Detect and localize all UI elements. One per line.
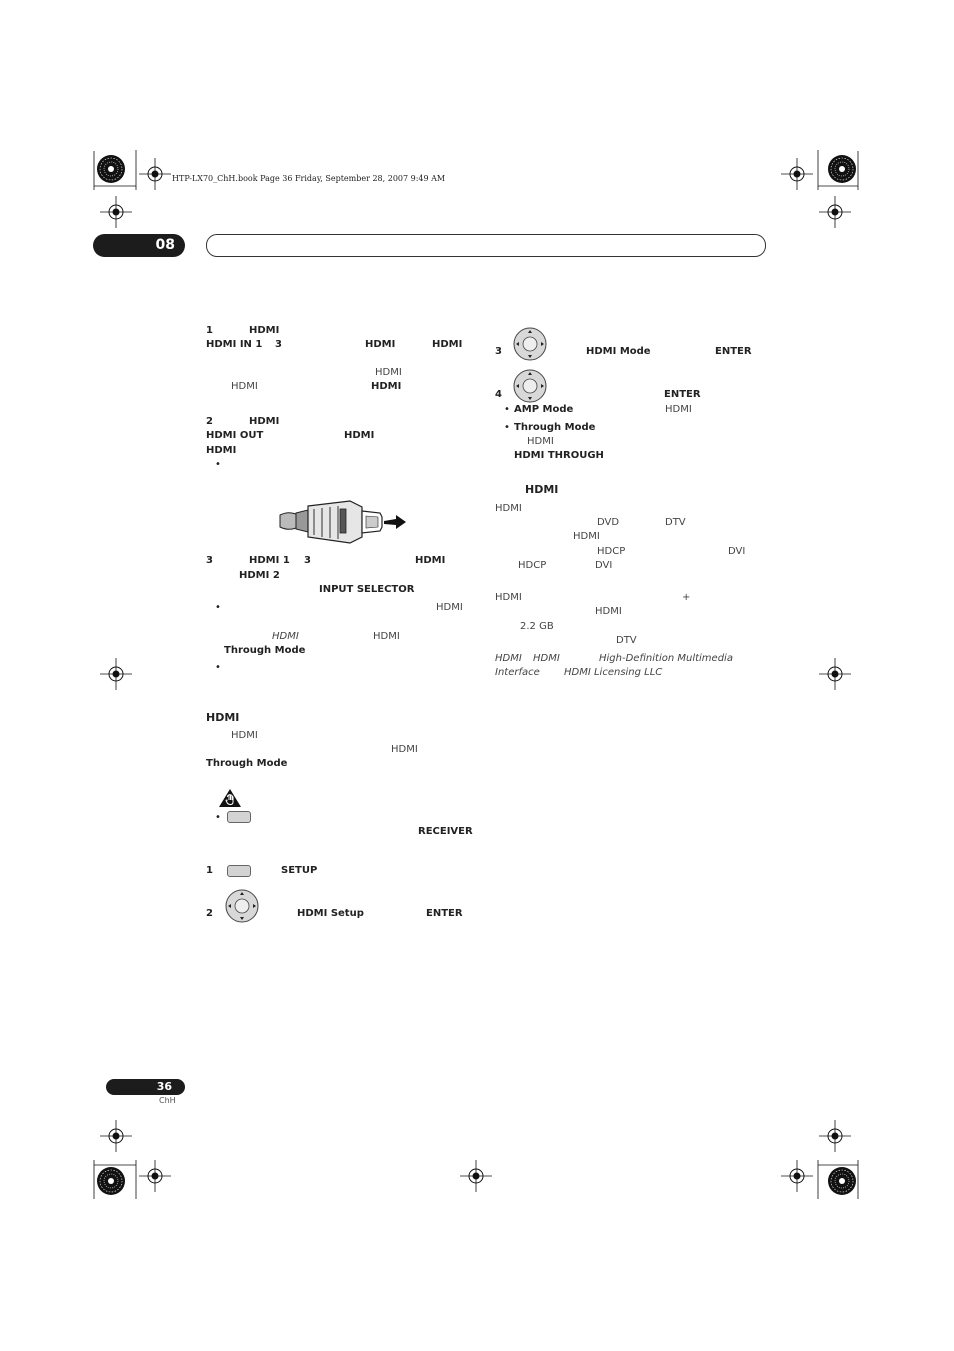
left-s1-hdmi-a: HDMI [249, 325, 280, 336]
file-info: HTP-LX70_ChH.book Page 36 Friday, Septem… [172, 174, 446, 183]
left-s3-three: 3 [304, 555, 311, 566]
left-s3-bullet1: • [215, 602, 221, 613]
left-s2-hdmi-b: HDMI [344, 430, 375, 441]
right-step4-enter: ENTER [664, 389, 701, 400]
right-bullet-through-sub: HDMI [527, 436, 554, 447]
right-step4-num: 4 [495, 389, 502, 400]
right-about-hdcp: HDCP [597, 546, 626, 557]
left-hdmi-section-through-mode: Through Mode [206, 758, 288, 769]
left-note-receiver: RECEIVER [418, 826, 473, 837]
right-about-tm1a: HDMI [495, 653, 522, 664]
right-about-title: HDMI [525, 483, 559, 496]
left-s3-through-mode: Through Mode [224, 645, 306, 656]
right-about-plus: + [682, 592, 691, 603]
left-hdmi-section-hdmi-a: HDMI [231, 730, 258, 741]
right-step3-num: 3 [495, 346, 502, 357]
right-about-dvd: DVD [597, 517, 620, 528]
left-s3-input-selector: INPUT SELECTOR [319, 584, 415, 595]
left-s2-num: 2 [206, 416, 213, 427]
right-about-hdmi4: HDMI [595, 606, 622, 617]
left-s1-hdmi-d: HDMI [375, 367, 402, 378]
cursor-pad-icon [225, 889, 259, 923]
hdmi-cable-illustration [279, 500, 406, 544]
left-s1-num: 1 [206, 325, 213, 336]
right-step3-hdmi-mode: HDMI Mode [586, 346, 651, 357]
left-step1-setup: SETUP [281, 865, 318, 876]
right-about-l1: HDMI [495, 503, 522, 514]
right-about-dvi2: DVI [595, 560, 613, 571]
left-s1-hdmi-c: HDMI [432, 339, 463, 350]
right-about-hdmi2: HDMI [573, 531, 600, 542]
left-s2-hdmi-out: HDMI OUT [206, 430, 264, 441]
left-s2-hdmi-c: HDMI [206, 445, 237, 456]
left-s3-hdmi1: HDMI 1 [249, 555, 290, 566]
left-hdmi-section-title: HDMI [206, 711, 240, 724]
left-s1-hdmi-in1: HDMI IN 1 [206, 339, 263, 350]
left-step2-num: 2 [206, 908, 213, 919]
right-about-hdmi3: HDMI [495, 592, 522, 603]
left-s1-hdmi-b: HDMI [365, 339, 396, 350]
left-note-bullet: • [215, 812, 221, 823]
setup-button-icon [227, 865, 251, 877]
left-s1-hdmi-e: HDMI [231, 381, 258, 392]
page-number: 36 [156, 1080, 172, 1093]
right-about-dvi: DVI [728, 546, 746, 557]
right-bullet-through-sub2: HDMI THROUGH [514, 450, 604, 461]
cursor-pad-icon-2 [513, 327, 547, 361]
right-about-hdcp2: HDCP [518, 560, 547, 571]
left-s3-bullet2: • [215, 662, 221, 673]
right-about-gb: 2.2 GB [520, 621, 554, 632]
important-icon [219, 789, 241, 807]
right-about-tm2b: HDMI Licensing LLC [564, 667, 663, 678]
right-about-tm2a: Interface [495, 667, 540, 678]
left-s3-hdmi2: HDMI 2 [239, 570, 280, 581]
right-bullet-amp-label: AMP Mode [514, 404, 574, 415]
right-about-dtv2: DTV [616, 635, 637, 646]
chapter-title-bar [206, 234, 766, 257]
left-s2-bullet: • [215, 459, 221, 470]
right-about-dtv: DTV [665, 517, 686, 528]
left-s1-hdmi-f: HDMI [371, 381, 402, 392]
chapter-number: 08 [155, 237, 175, 253]
left-step2-enter: ENTER [426, 908, 463, 919]
left-step1-num: 1 [206, 865, 213, 876]
left-hdmi-section-hdmi-b: HDMI [391, 744, 418, 755]
left-s1-three: 3 [275, 339, 282, 350]
left-s3-hdmi-c: HDMI [373, 631, 400, 642]
right-about-tm1c: High-Definition Multimedia [599, 653, 733, 664]
left-s3-hdmi-b: HDMI [436, 602, 463, 613]
chapter-badge: 08 [93, 234, 185, 257]
page-language: ChH [159, 1096, 176, 1105]
page-number-badge: 36 [106, 1079, 185, 1095]
right-about-tm1b: HDMI [533, 653, 560, 664]
right-bullet-through-dot: • [504, 422, 510, 433]
right-bullet-through-label: Through Mode [514, 422, 596, 433]
cursor-pad-icon-3 [513, 369, 547, 403]
left-s3-hdmi-a: HDMI [415, 555, 446, 566]
right-bullet-amp-dot: • [504, 404, 510, 415]
left-s3-hdmi-italic: HDMI [272, 631, 299, 642]
right-bullet-amp-tail: HDMI [665, 404, 692, 415]
left-s3-num: 3 [206, 555, 213, 566]
remote-button-icon [227, 811, 251, 823]
right-step3-enter: ENTER [715, 346, 752, 357]
left-step2-hdmi-setup: HDMI Setup [297, 908, 364, 919]
left-s2-hdmi-a: HDMI [249, 416, 280, 427]
